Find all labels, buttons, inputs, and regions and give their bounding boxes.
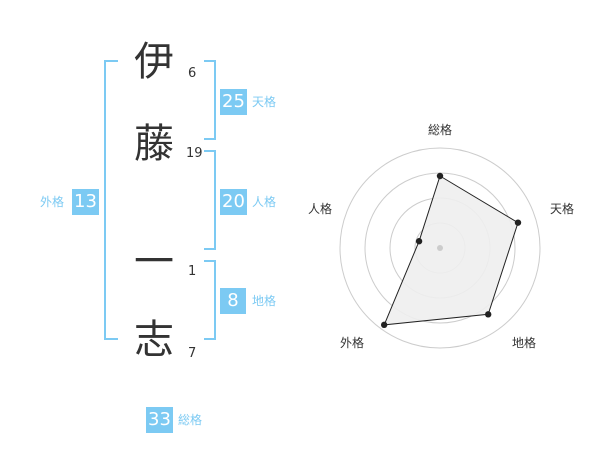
tenkaku-value: 25 <box>220 89 247 115</box>
radar-label-soukaku: 総格 <box>428 122 452 137</box>
gaikaku-value: 13 <box>72 189 99 215</box>
radar-label-tenkaku: 天格 <box>550 201 574 216</box>
chikaku-value: 8 <box>220 288 246 314</box>
jinkaku-label: 人格 <box>252 195 277 209</box>
char-4-strokes: 7 <box>188 346 197 361</box>
radar-center-dot <box>437 245 443 251</box>
soukaku-label: 総格 <box>178 413 203 427</box>
chikaku-label: 地格 <box>252 294 277 308</box>
fortune-radar-chart: 総格 天格 地格 外格 人格 <box>308 122 574 350</box>
radar-point-soukaku <box>436 172 444 180</box>
radar-polygon <box>383 175 519 326</box>
radar-ring <box>339 147 541 349</box>
jinkaku-value: 20 <box>220 189 247 215</box>
char-3: 一 <box>134 239 174 285</box>
radar-label-jinkaku: 人格 <box>308 201 332 216</box>
chikaku-bracket <box>204 260 216 340</box>
tenkaku-bracket <box>204 60 216 140</box>
radar-point-jinkaku <box>415 238 423 245</box>
radar-point-chikaku <box>484 311 492 318</box>
gaikaku-label: 外格 <box>40 195 65 209</box>
char-1: 伊 <box>134 39 174 85</box>
char-3-strokes: 1 <box>188 264 197 279</box>
char-2-strokes: 19 <box>186 146 203 161</box>
char-2: 藤 <box>134 121 174 167</box>
soukaku-value: 33 <box>146 407 173 433</box>
radar-dots <box>380 172 522 329</box>
jinkaku-bracket <box>204 150 216 250</box>
tenkaku-label: 天格 <box>252 95 277 109</box>
radar-label-chikaku: 地格 <box>512 335 536 350</box>
char-1-strokes: 6 <box>188 66 197 81</box>
radar-point-tenkaku <box>514 219 522 226</box>
char-4: 志 <box>134 317 174 363</box>
radar-point-gaikaku <box>380 321 388 329</box>
gaikaku-bracket <box>104 60 118 340</box>
radar-label-gaikaku: 外格 <box>340 335 364 350</box>
